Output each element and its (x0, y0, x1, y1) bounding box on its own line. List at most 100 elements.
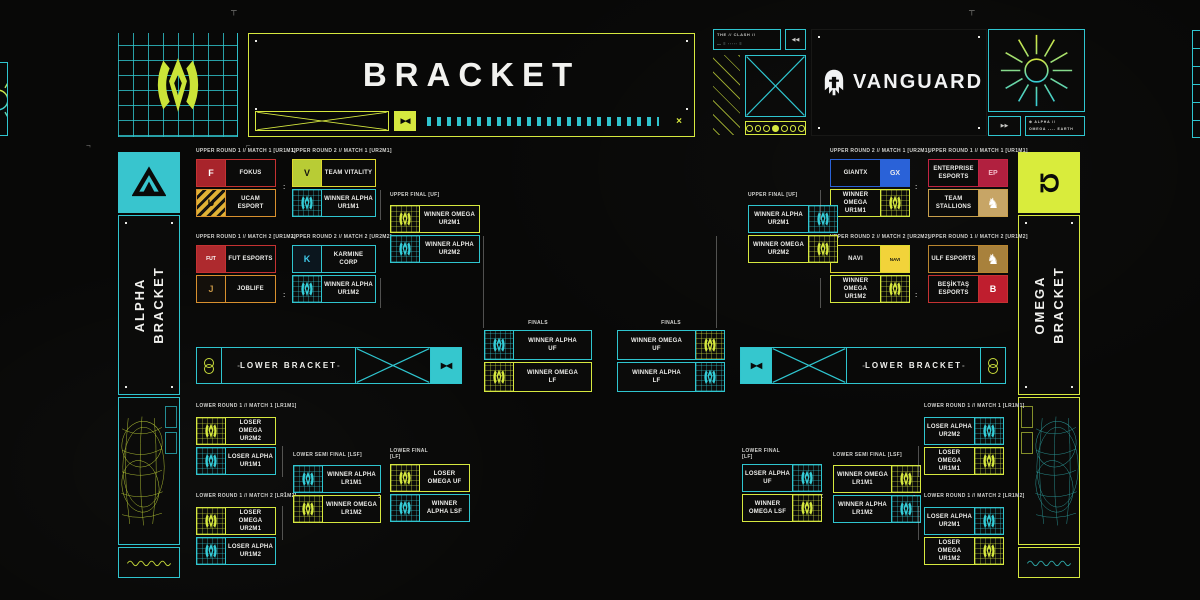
match-slot[interactable]: WINNER OMEGA UR2M1 (390, 205, 480, 233)
bracket-mark-icon (974, 418, 1003, 444)
bracket-mark-icon (880, 276, 909, 302)
x-cross (356, 348, 431, 383)
match-slot[interactable]: LOSER ALPHA UR2M1 (924, 507, 1004, 535)
match-slot[interactable]: LOSER ALPHA UR1M1 (196, 447, 276, 475)
match-slot[interactable]: EP ENTERPRISE ESPORTS (928, 159, 1008, 187)
lower-bracket-bar-right: ▶◀ -LOWER BRACKET- (740, 347, 1006, 384)
match-header: LOWER ROUND 1 // MATCH 1 [LR1M1] (196, 403, 297, 409)
team-logo-fut-icon: FUT (197, 246, 226, 272)
match-slot[interactable]: FUT FUT ESPORTS (196, 245, 276, 273)
alpha-sidebar-wireframe (118, 397, 180, 545)
match-slot[interactable]: WINNER ALPHA LSF (390, 494, 470, 522)
match-slot[interactable]: LOSER OMEGA UR1M1 (924, 447, 1004, 475)
omega-sidebar-logo: Ω (1018, 152, 1080, 213)
match-slot[interactable]: LOSER ALPHA UR2M2 (924, 417, 1004, 445)
connector-line (820, 278, 821, 308)
bracket-mark-icon (197, 448, 226, 474)
rewind-icon[interactable]: ◀◀ (785, 29, 806, 50)
bracket-mark-icon (197, 538, 226, 564)
team-name: WINNER OMEGA LSF (748, 500, 787, 515)
match-slot[interactable]: LOSER OMEGA UR2M2 (196, 417, 276, 445)
match-slot[interactable]: WINNER ALPHA UF (484, 330, 592, 360)
match-slot[interactable]: WINNER OMEGA UR1M1 (830, 189, 910, 217)
match-alpha-ur2m2: UPPER ROUND 2 // MATCH 2 [UR2M2] K KARMI… (292, 234, 391, 305)
match-slot[interactable]: U UCAM ESPORT (196, 189, 276, 217)
match-slot[interactable]: WINNER OMEGA LR1M2 (293, 495, 381, 523)
team-logo-besiktas-icon: B (978, 276, 1007, 302)
forward-icon[interactable]: ▶▶ (988, 116, 1021, 136)
match-slot[interactable]: ♞ ULF ESPORTS (928, 245, 1008, 273)
bracket-mark-icon (293, 276, 322, 302)
colon-mark: : (913, 491, 916, 498)
match-alpha-upper-final: UPPER FINAL [UF] WINNER OMEGA UR2M1 WINN… (390, 192, 480, 265)
match-slot[interactable]: V TEAM VITALITY (292, 159, 376, 187)
bracket-mark-icon (808, 236, 837, 262)
match-slot[interactable]: WINNER ALPHA LR1M2 (833, 495, 921, 523)
match-slot[interactable]: WINNER OMEGA UF (617, 330, 725, 360)
match-slot[interactable]: WINNER OMEGA LSF (742, 494, 822, 522)
bracket-mark-icon (391, 495, 420, 521)
match-slot[interactable]: NAVI NAVI (830, 245, 910, 273)
match-slot[interactable]: WINNER OMEGA LR1M1 (833, 465, 921, 493)
match-alpha-lr1m2: LOWER ROUND 1 // MATCH 2 [LR1M2] LOSER O… (196, 493, 297, 567)
match-slot[interactable]: LOSER OMEGA UF (390, 464, 470, 492)
team-name: WINNER ALPHA UR2M1 (754, 211, 803, 226)
omega-icon: Ω (1033, 172, 1064, 193)
brand-panel: VANGUARD (811, 29, 987, 136)
team-name: WINNER OMEGA LF (526, 369, 579, 384)
match-slot[interactable]: K KARMINE CORP (292, 245, 376, 273)
title-strip: ▶◀ × (255, 111, 688, 131)
match-slot[interactable]: WINNER ALPHA UR2M1 (748, 205, 838, 233)
match-slot[interactable]: WINNER OMEGA LF (484, 362, 592, 392)
match-slot[interactable]: F FOKUS (196, 159, 276, 187)
omega-sidebar-waves (1018, 547, 1080, 578)
team-name: LOSER OMEGA UF (427, 470, 462, 485)
team-logo-vitality-icon: V (293, 160, 322, 186)
connector-line (380, 278, 381, 308)
match-slot[interactable]: LOSER OMEGA UR2M1 (196, 507, 276, 535)
match-slot[interactable]: WINNER ALPHA UR1M2 (292, 275, 376, 303)
side-cells (1021, 406, 1033, 458)
match-slot[interactable]: WINNER ALPHA LR1M1 (293, 465, 381, 493)
match-slot[interactable]: LOSER ALPHA UF (742, 464, 822, 492)
match-slot[interactable]: J JOBLIFE (196, 275, 276, 303)
match-slot[interactable]: WINNER ALPHA LF (617, 362, 725, 392)
info-panel: ⊕ ALPHA // OMEGA ---- EARTH (1025, 116, 1085, 136)
team-name: FOKUS (239, 169, 262, 176)
match-omega-lr1m1: LOWER ROUND 1 // MATCH 1 [LR1M1] LOSER A… (924, 403, 1024, 477)
match-slot[interactable]: ♞ TEAM STALLIONS (928, 189, 1008, 217)
match-header: LOWER ROUND 1 // MATCH 2 [LR1M2] (196, 493, 297, 499)
team-logo-karmine-icon: K (293, 246, 322, 272)
match-slot[interactable]: B BEŞİKTAŞ ESPORTS (928, 275, 1008, 303)
team-name: LOSER ALPHA UR2M2 (927, 423, 972, 438)
team-name: KARMINE CORP (333, 251, 364, 266)
match-slot[interactable]: WINNER OMEGA UR1M2 (830, 275, 910, 303)
match-alpha-ur2m1: UPPER ROUND 2 // MATCH 1 [UR2M1] V TEAM … (292, 148, 392, 219)
connector-line (820, 190, 821, 220)
match-slot[interactable]: LOSER ALPHA UR1M2 (196, 537, 276, 565)
match-slot[interactable]: WINNER OMEGA UR2M2 (748, 235, 838, 263)
team-logo-stallions-icon: ♞ (978, 190, 1007, 216)
match-slot[interactable]: GX GIANTX (830, 159, 910, 187)
match-alpha-ur1m2: UPPER ROUND 1 // MATCH 2 [UR1M2] FUT FUT… (196, 234, 295, 305)
x-cross (745, 55, 806, 117)
brand-name: VANGUARD (852, 71, 984, 93)
match-header: LOWER FINAL (742, 448, 781, 454)
coins-icon (980, 348, 1005, 383)
match-header: UPPER ROUND 1 // MATCH 1 [UR1M1] (928, 148, 1028, 154)
team-name: BEŞİKTAŞ ESPORTS (937, 281, 970, 296)
tournament-logo (118, 33, 238, 137)
match-slot[interactable]: WINNER ALPHA UR1M1 (292, 189, 376, 217)
team-name: LOSER OMEGA UR2M2 (238, 419, 263, 443)
team-name: JOBLIFE (237, 285, 264, 292)
match-slot[interactable]: LOSER OMEGA UR1M2 (924, 537, 1004, 565)
match-header: UPPER ROUND 2 // MATCH 1 [UR2M1] (292, 148, 392, 154)
match-slot[interactable]: WINNER ALPHA UR2M2 (390, 235, 480, 263)
team-name: WINNER ALPHA LSF (426, 500, 463, 515)
match-alpha-lower-final: LOWER FINAL [LF] LOSER OMEGA UF WINNER A… (390, 448, 470, 524)
team-name: LOSER ALPHA UR1M1 (228, 453, 273, 468)
finals-right: FINALS WINNER OMEGA UF WINNER ALPHA LF (617, 320, 725, 394)
team-name: LOSER OMEGA UR1M2 (937, 539, 962, 563)
